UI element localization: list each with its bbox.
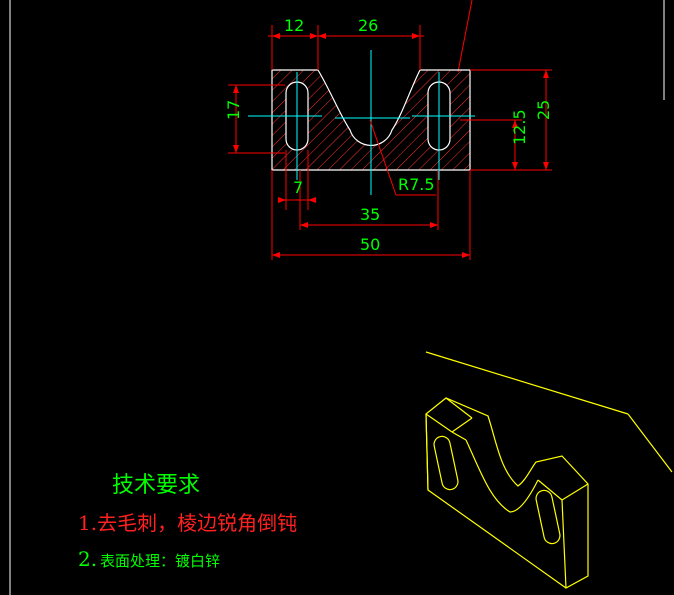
dim-text-35: 35 bbox=[360, 205, 380, 224]
dim-text-25: 25 bbox=[534, 100, 553, 120]
dimension-arrows bbox=[233, 33, 549, 258]
dim-text-r7-5: R7.5 bbox=[398, 175, 435, 194]
section-view bbox=[248, 50, 475, 195]
dim-text-7: 7 bbox=[293, 178, 303, 197]
dim-text-12: 12 bbox=[284, 16, 304, 35]
dim-text-26: 26 bbox=[358, 16, 378, 35]
isometric-view bbox=[425, 351, 673, 589]
dim-text-50: 50 bbox=[360, 235, 380, 254]
notes-item-2-text: 表面处理：镀白锌 bbox=[100, 552, 220, 570]
dim-text-12-5: 12.5 bbox=[510, 109, 529, 145]
dim-text-17: 17 bbox=[224, 100, 243, 120]
dimension-lines bbox=[228, 25, 552, 260]
section-hatched-body bbox=[271, 69, 471, 171]
leader-line-top bbox=[457, 0, 473, 73]
notes-item-2-number: 2. bbox=[78, 547, 97, 571]
notes-title: 技术要求 bbox=[112, 473, 200, 498]
notes-item-1: 1.去毛刺，棱边锐角倒钝 bbox=[78, 511, 297, 535]
